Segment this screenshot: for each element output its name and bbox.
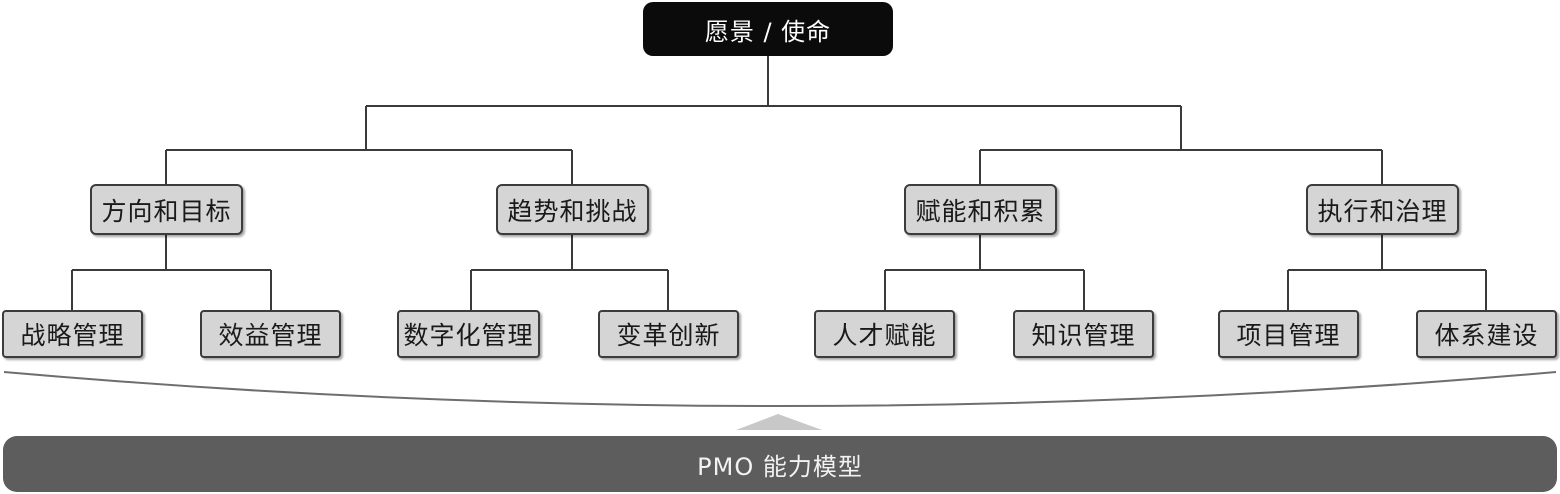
category-node-label: 执行和治理 [1317, 196, 1448, 226]
category-node-label: 趋势和挑战 [507, 196, 638, 226]
leaf-node-benefit-management: 效益管理 [200, 310, 341, 358]
leaf-node-label: 效益管理 [218, 321, 323, 350]
category-node-label: 方向和目标 [101, 196, 232, 226]
leaf-node-change-innovation: 变革创新 [598, 310, 739, 358]
leaf-node-label: 人才赋能 [832, 321, 937, 350]
category-node-trends-challenges: 趋势和挑战 [496, 184, 649, 235]
category-node-enablement-accumulation: 赋能和积累 [904, 184, 1057, 235]
category-node-label: 赋能和积累 [915, 196, 1046, 226]
root-node-vision-mission: 愿景 / 使命 [643, 2, 893, 56]
leaf-node-strategy-management: 战略管理 [2, 310, 143, 358]
foundation-bar: PMO 能力模型 [3, 436, 1557, 492]
leaf-node-label: 战略管理 [20, 321, 125, 350]
leaf-node-label: 知识管理 [1031, 321, 1136, 350]
leaf-node-label: 项目管理 [1236, 321, 1341, 350]
leaf-node-knowledge-management: 知识管理 [1013, 310, 1154, 358]
leaf-node-talent-enablement: 人才赋能 [814, 310, 955, 358]
leaf-node-system-building: 体系建设 [1416, 310, 1557, 358]
leaf-node-label: 体系建设 [1434, 321, 1539, 350]
category-node-direction-goals: 方向和目标 [90, 184, 243, 235]
leaf-node-digital-management: 数字化管理 [397, 310, 540, 358]
category-node-execution-governance: 执行和治理 [1306, 184, 1459, 235]
foundation-label: PMO 能力模型 [697, 452, 863, 481]
root-node-label: 愿景 / 使命 [704, 17, 832, 46]
leaf-node-project-management: 项目管理 [1218, 310, 1359, 358]
leaf-node-label: 数字化管理 [403, 321, 534, 350]
leaf-node-label: 变革创新 [616, 321, 721, 350]
